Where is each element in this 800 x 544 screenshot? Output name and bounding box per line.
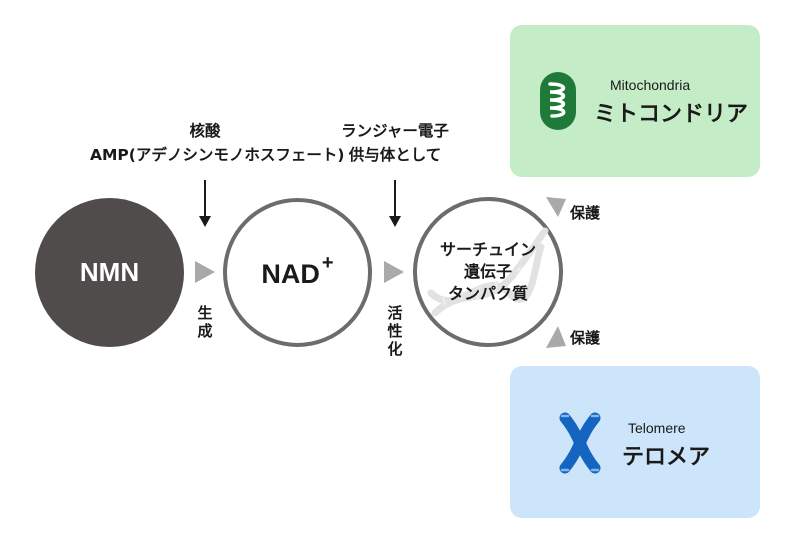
sirtuin-label: サーチュイン 遺伝子 タンパク質 [440, 239, 536, 305]
dna-watermark-icon [427, 227, 549, 317]
arrow-nmn-to-nad [195, 261, 215, 283]
nad-node: NAD+ [223, 198, 372, 347]
input-electron-line2: 供与体として [348, 146, 442, 164]
label-protect-top: 保護 [570, 204, 601, 222]
label-activate: 活 性 化 [387, 304, 403, 358]
arrow-nad-to-sirtuin [384, 261, 404, 283]
nmn-node: NMN [35, 198, 184, 347]
mitochondria-card: Mitochondria ミトコンドリア [510, 25, 760, 177]
arrow-down-electron [394, 180, 396, 218]
input-nucleic-line1: 核酸 [189, 122, 221, 140]
arrow-protect-down [546, 326, 566, 348]
arrow-protect-up [546, 197, 566, 217]
sirtuin-line-2: 遺伝子 [463, 262, 512, 281]
input-electron-line1: ランジャー電子 [341, 122, 449, 140]
telomere-en: Telomere [628, 420, 686, 436]
label-protect-bottom: 保護 [570, 329, 601, 347]
sirtuin-line-1: サーチュイン [439, 240, 536, 259]
mitochondria-jp: ミトコンドリア [594, 102, 749, 127]
nad-superscript: + [321, 251, 334, 274]
input-electron-donor: ランジャー電子 供与体として [320, 119, 470, 167]
chromosome-icon [559, 412, 601, 474]
arrow-down-nucleic-head [199, 216, 211, 227]
input-nucleic-line2: AMP(アデノシンモノホスフェート) [90, 146, 345, 164]
nmn-label: NMN [79, 257, 140, 287]
nad-label: NAD+ [261, 251, 334, 289]
mitochondria-en: Mitochondria [610, 77, 691, 93]
input-nucleic-acid: 核酸 AMP(アデノシンモノホスフェート) [90, 119, 345, 167]
sirtuin-node: サーチュイン 遺伝子 タンパク質 [413, 197, 563, 347]
label-generate: 生 成 [197, 304, 213, 340]
sirtuin-line-3: タンパク質 [447, 284, 528, 303]
telomere-card: Telomere テロメア [510, 366, 760, 518]
arrow-down-nucleic [204, 180, 206, 218]
telomere-jp: テロメア [622, 445, 711, 470]
mitochondria-icon [540, 72, 576, 130]
arrow-down-electron-head [389, 216, 401, 227]
